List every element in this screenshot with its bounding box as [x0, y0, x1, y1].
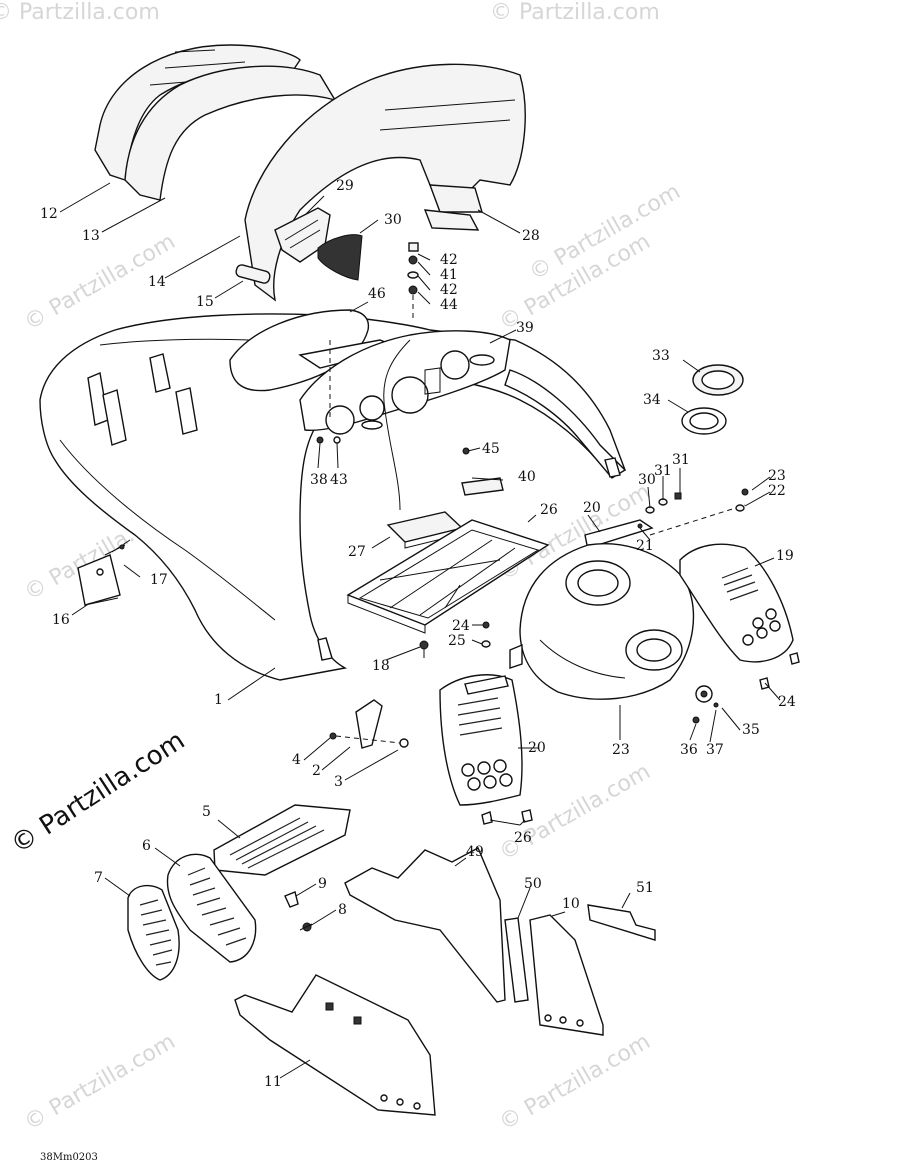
guide-dash-21 [649, 504, 746, 536]
callout-3: 3 [334, 774, 343, 790]
callout-48: 46 [368, 286, 386, 302]
part-27-storage-tray [346, 519, 550, 634]
part-10-panel [529, 914, 604, 1036]
rivets-26 [481, 652, 800, 825]
callout-19: 19 [776, 548, 794, 564]
callout-37: 35 [742, 722, 760, 738]
part-40-gauge-panel [299, 330, 511, 435]
part-11-heat-shield [234, 974, 436, 1116]
callout-25a: 23 [768, 468, 786, 484]
callout-13: 13 [82, 228, 100, 244]
part-14-windshield [244, 63, 526, 302]
callout-28: 27 [348, 544, 366, 560]
callout-43: 42 [440, 282, 458, 298]
callout-24b: 25 [448, 633, 466, 649]
callout-2: 2 [312, 763, 321, 779]
callout-17: 17 [150, 572, 168, 588]
leader-lines [59, 182, 781, 1079]
part-20-side-panel [439, 674, 523, 806]
callout-5: 5 [202, 804, 211, 820]
part-49-heat-shield [344, 847, 506, 1003]
callout-27: 26 [540, 502, 558, 518]
part-41-foam-block [461, 477, 504, 496]
part-34-pad [317, 234, 363, 281]
callout-32: 28 [522, 228, 540, 244]
callout-34: 30 [384, 212, 402, 228]
part-19-side-panel [679, 543, 794, 663]
part-32-bracket [423, 184, 483, 231]
part-33-bracket [274, 207, 331, 263]
callout-46: 43 [330, 472, 348, 488]
callout-49: 49 [466, 844, 484, 860]
callout-41: 40 [518, 469, 536, 485]
part-18-screw [419, 640, 429, 658]
wire-harness [383, 339, 411, 511]
callout-1: 1 [214, 692, 223, 708]
callout-29: 31 [672, 452, 690, 468]
part-2-hinge [329, 699, 409, 749]
part-6-grille [166, 853, 257, 963]
hardware-24-25-left [481, 621, 491, 648]
callout-38: 36 [680, 742, 698, 758]
callout-26b: 26 [514, 830, 532, 846]
callout-40: 39 [516, 320, 534, 336]
callout-44: 42 [440, 252, 458, 268]
part-36-ring [681, 407, 727, 435]
callout-31b: 31 [654, 463, 672, 479]
callout-30b: 30 [638, 472, 656, 488]
part-51-plate [587, 904, 656, 941]
watermark-top-left: © Partzilla.com [0, 0, 160, 25]
part-35-ring [692, 364, 744, 396]
hardware-8-9 [284, 891, 313, 932]
callout-22: 21 [636, 538, 654, 554]
callout-42b: 38 [310, 472, 328, 488]
callout-35: 33 [652, 348, 670, 364]
callout-51: 51 [636, 880, 654, 896]
hardware-42-46-47 [316, 436, 470, 455]
callout-16: 16 [52, 612, 70, 628]
callout-33: 29 [336, 178, 354, 194]
callout-47: 45 [482, 441, 500, 457]
callout-9: 9 [318, 876, 327, 892]
callout-numbers: 12 13 14 15 29 30 28 42 41 42 44 46 39 3… [40, 178, 796, 1090]
part-50-strip [504, 917, 529, 1003]
callout-26a: 24 [778, 694, 796, 710]
callout-12: 12 [40, 206, 58, 222]
callout-14: 14 [148, 274, 166, 290]
part-15-foam-strip [235, 264, 271, 284]
watermark-top-mid: © Partzilla.com [490, 0, 660, 25]
hardware-stack-44-45 [407, 242, 419, 320]
part-23-panel [509, 543, 695, 700]
callout-39: 37 [706, 742, 724, 758]
callout-4: 4 [292, 752, 301, 768]
callout-45: 44 [440, 297, 458, 313]
part-5-vent [213, 804, 351, 876]
callout-10: 10 [562, 896, 580, 912]
callout-7: 7 [94, 870, 103, 886]
callout-8: 8 [338, 902, 347, 918]
callout-11: 11 [264, 1074, 282, 1090]
diagram-code: 38Mm0203 [40, 1152, 98, 1163]
hardware-24-25-right [735, 488, 749, 512]
part-7-grille [127, 884, 180, 981]
callout-42a: 41 [440, 267, 458, 283]
callout-50: 50 [524, 876, 542, 892]
callout-15: 15 [196, 294, 214, 310]
callout-36: 34 [643, 392, 661, 408]
part-37-latch [692, 685, 719, 724]
callout-18: 18 [372, 658, 390, 674]
part-16-bracket [77, 554, 121, 606]
part-17-clips [104, 539, 131, 556]
callout-6: 6 [142, 838, 151, 854]
callout-23b: 23 [612, 742, 630, 758]
callout-25b: 24 [452, 618, 470, 634]
callout-21: 20 [583, 500, 601, 516]
callout-24a: 22 [768, 483, 786, 499]
callout-20b: 20 [528, 740, 546, 756]
